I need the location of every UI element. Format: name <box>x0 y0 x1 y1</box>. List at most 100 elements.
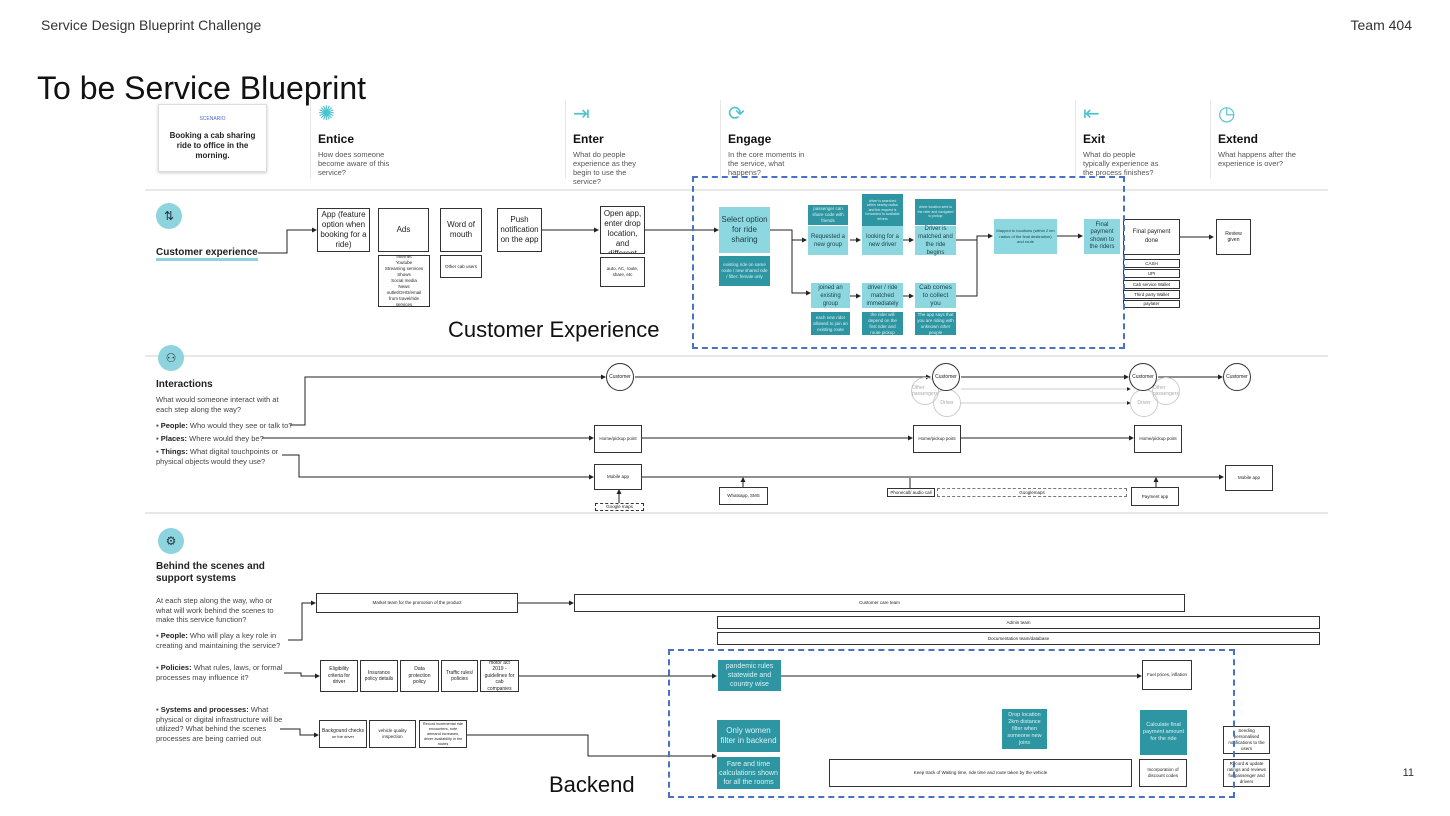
bullet-text: What digital touchpoints or physical obj… <box>156 447 279 466</box>
engage-looking-driver: looking for a new driver <box>862 226 903 255</box>
phase-name: Engage <box>728 132 772 146</box>
thing-mobile-app: Mobile app <box>594 464 642 490</box>
engage-driver-matched: Driver is matched and the ride begins <box>915 226 956 256</box>
phase-name: Enter <box>573 132 604 146</box>
engage-note-first-rider: the rider will depend on the first rider… <box>862 312 903 335</box>
phase-desc: What do people typically experience as t… <box>1083 150 1159 177</box>
engage-select-detail: existing ride on same route / new shared… <box>719 256 770 286</box>
interactions-bullet-things: ▪ Things: What digital touchpoints or ph… <box>156 447 279 466</box>
ratings-reviews: Record & update ratings and reviews for … <box>1223 759 1270 787</box>
bullet-text: Where would they be? <box>187 434 264 443</box>
page-title: To be Service Blueprint <box>37 70 367 106</box>
engage-note-driver-search: driver is searched within nearby radius … <box>862 194 903 226</box>
actor-driver: Driver <box>1130 389 1158 417</box>
scenario-text: Booking a cab sharing ride to office in … <box>169 131 256 160</box>
backstage-bullet-people: ▪ People: Who will play a key role in cr… <box>156 631 281 650</box>
actor-customer: Customer <box>932 363 960 391</box>
presentation-title: Service Design Blueprint Challenge <box>41 17 262 33</box>
calculate-final-payment: Calculate final payment amount for the r… <box>1140 710 1187 755</box>
enter-open-app: Open app, enter drop location, and diffe… <box>600 206 645 254</box>
actor-customer: Customer <box>606 363 634 391</box>
entice-ads-detail: Internet Youtube Streaming services Show… <box>378 254 430 307</box>
engage-note-join-route: each new rider allowed to join an existi… <box>811 312 850 335</box>
payment-method: Third party Wallet <box>1123 290 1180 299</box>
thing-whatsapp-sms: Whatsapp, SMS <box>719 487 768 505</box>
lane-title-backstage: Behind the scenes and support systems <box>156 561 265 584</box>
gears-icon: ⚙ <box>158 528 184 554</box>
thing-mobile-app: Mobile app <box>1225 465 1273 491</box>
exit-final-payment-done: Final payment done <box>1123 219 1180 255</box>
divider <box>1075 100 1076 178</box>
backend-highlight <box>668 649 1235 798</box>
phase-desc: What happens after the experience is ove… <box>1218 150 1296 168</box>
only-women-filter: Only women filter in backend <box>717 720 780 752</box>
entice-push-notification: Push notification on the app <box>497 208 542 252</box>
thing-payment-app: Payment app <box>1131 487 1179 506</box>
pandemic-rules: pandemic rules statewide and country wis… <box>718 660 781 691</box>
fuel-prices-inflation: Fuel prices, inflation <box>1142 660 1192 690</box>
entice-app-feature: App (feature option when booking for a r… <box>317 208 370 252</box>
team-name: Team 404 <box>1350 17 1412 33</box>
engage-joined-group: joined an existing group <box>811 283 850 308</box>
lane-label-customer-experience: Customer experience <box>156 247 258 261</box>
scenario-card: SCENARIO Booking a cab sharing ride to o… <box>158 104 267 172</box>
backstage-bullet-policies: ▪ Policies: What rules, laws, or formal … <box>156 663 283 682</box>
payment-method: CASH <box>1123 259 1180 268</box>
clock-icon: ◷ <box>1218 103 1236 125</box>
page-number: 11 <box>1402 767 1414 779</box>
phase-extend: ◷ Extend What happens after the experien… <box>1210 100 1298 178</box>
lane-divider <box>145 512 1328 514</box>
actor-driver: Driver <box>933 389 961 417</box>
place-pickup-point: Home/pickup point <box>594 425 642 453</box>
engage-note-unknown-riders: The app says that you are riding with un… <box>915 312 956 335</box>
lane-divider <box>145 189 1328 191</box>
divider <box>310 100 311 178</box>
drop-location-filter: Drop location 2km distance filter when s… <box>1002 709 1047 749</box>
backend-overlay-label: Backend <box>549 772 635 797</box>
policy-traffic-rules: Traffic rules/ policies <box>441 660 478 692</box>
backstage-desc: At each step along the way, who or what … <box>156 596 274 624</box>
policy-eligibility: Eligibility criteria for driver <box>320 660 358 692</box>
phase-name: Extend <box>1218 132 1259 146</box>
bullet-text: What physical or digital infrastructure … <box>156 705 283 743</box>
exit-icon: ⇤ <box>1083 103 1100 125</box>
engage-note-driver-location: driver location sent to the rider and na… <box>915 199 956 225</box>
enter-options-detail: auto, AC, route, share, etc <box>600 257 645 287</box>
bullet-bold: Systems and processes: <box>160 705 249 714</box>
track-waiting-ride-time: Keep track of Waiting time, ride time an… <box>829 759 1132 787</box>
phase-name: Entice <box>318 132 355 146</box>
engage-select-ride-sharing: Select option for ride sharing <box>719 207 770 253</box>
entice-word-of-mouth: Word of mouth <box>440 208 482 252</box>
lane-divider <box>145 355 1328 357</box>
entice-ads: Ads <box>378 208 429 252</box>
divider <box>1210 100 1211 178</box>
interactions-bullet-places: ▪ Places: Where would they be? <box>156 434 264 443</box>
interactions-desc: What would someone interact with at each… <box>156 395 279 414</box>
customer-experience-overlay-label: Customer Experience <box>448 317 660 342</box>
bullet-bold: People: <box>160 421 188 430</box>
payment-method: paylater <box>1123 300 1180 308</box>
interactions-bullet-people: ▪ People: Who would they see or talk to? <box>156 421 293 430</box>
thing-phone-call: Phonecall/ audio call <box>887 488 935 497</box>
engage-matched-immediately: driver / ride matched immediately <box>862 283 903 308</box>
phase-enter: ⇥ Enter What do people experience as the… <box>565 100 653 186</box>
payment-method: Cab service Wallet <box>1123 280 1180 289</box>
updown-arrows-icon: ⇅ <box>156 203 182 229</box>
lane-title-interactions: Interactions <box>156 379 213 390</box>
engage-new-group: Requested a new group <box>808 226 848 255</box>
market-team: Market team for the promotion of the pro… <box>316 593 518 613</box>
place-pickup-point: Home/pickup point <box>1134 425 1182 453</box>
discount-codes: Incorporation of discount codes <box>1139 759 1187 787</box>
bullet-bold: People: <box>160 631 188 640</box>
policy-insurance: Insurance policy details <box>360 660 398 692</box>
fare-time-calculations: Fare and time calculations shown for all… <box>717 757 780 789</box>
divider <box>565 100 566 178</box>
extend-review-given: Review given <box>1216 219 1251 255</box>
phase-desc: How does someone become aware of this se… <box>318 150 390 177</box>
system-sub: on the driver <box>331 734 355 739</box>
payment-method: UPI <box>1123 269 1180 278</box>
bullet-bold: Places: <box>160 434 188 443</box>
cycle-icon: ⟳ <box>728 103 745 125</box>
phase-desc: In the core moments in the service, what… <box>728 150 805 177</box>
bullet-bold: Things: <box>160 447 188 456</box>
